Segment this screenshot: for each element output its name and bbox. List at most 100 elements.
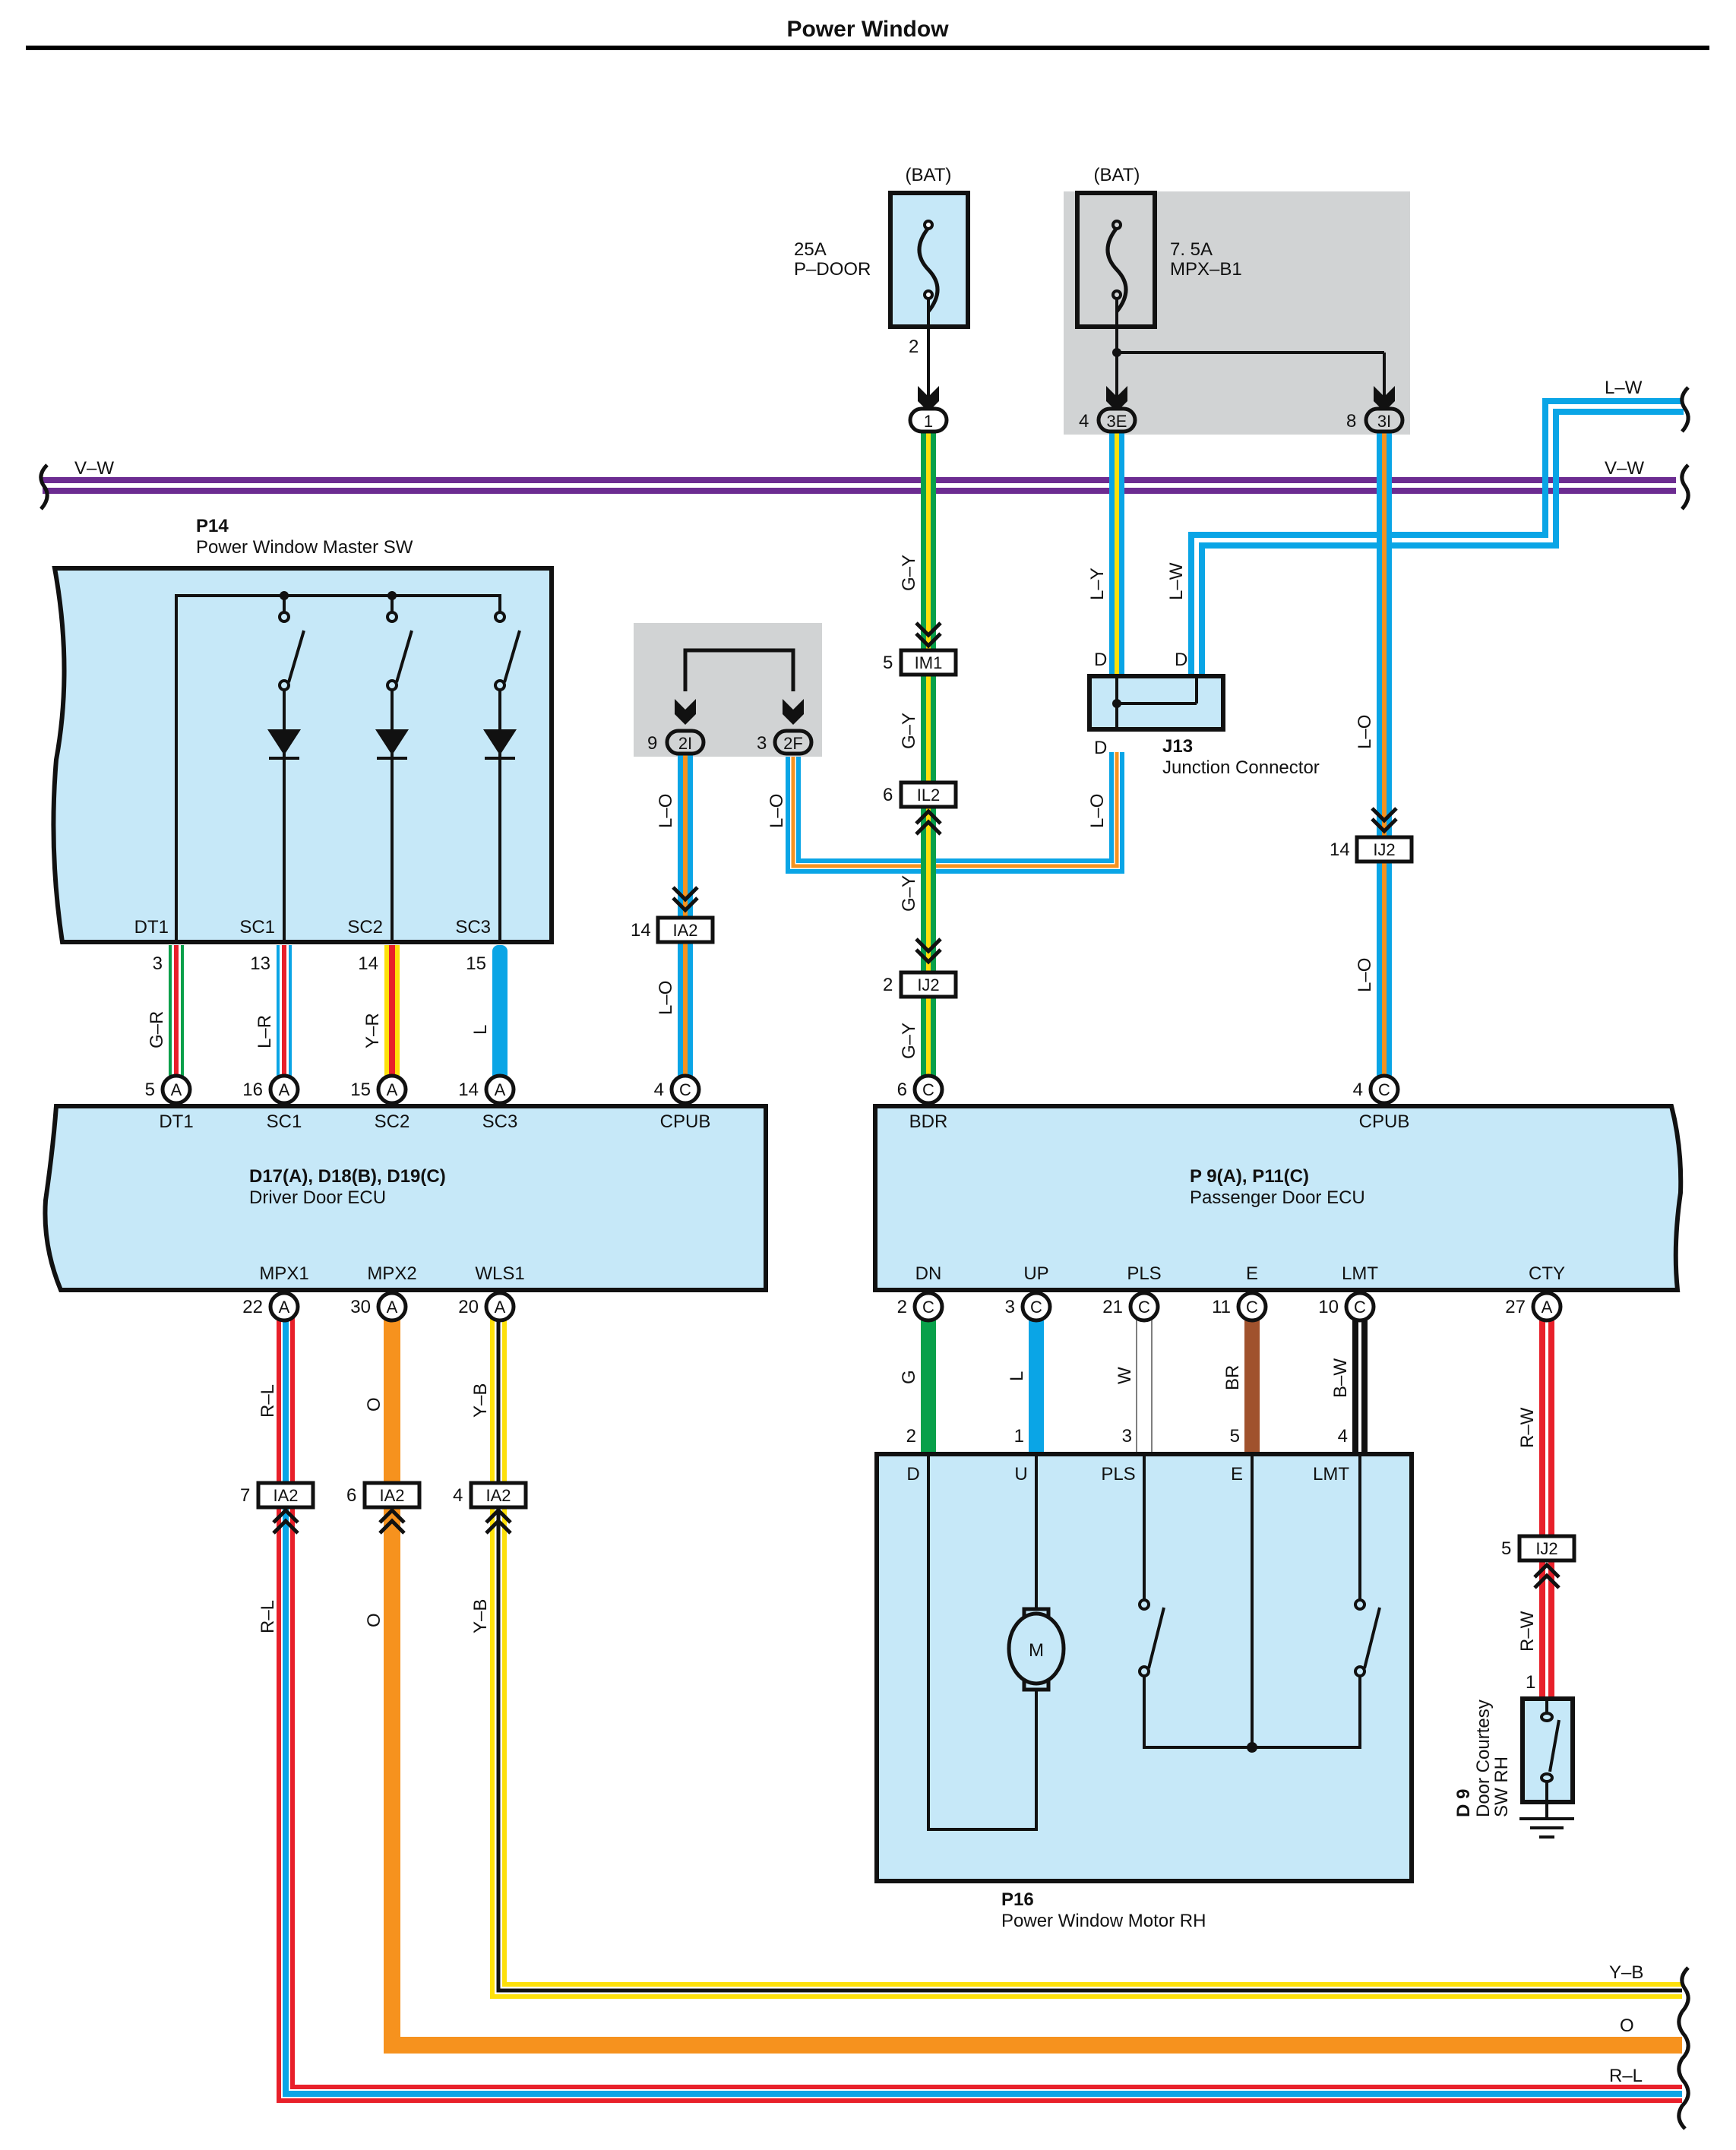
svg-text:C: C xyxy=(1378,1080,1390,1099)
motor-terminal-pls: PLS xyxy=(1101,1464,1135,1484)
ecu-terminal-mpx1: MPX1 xyxy=(259,1263,308,1284)
ecu-pin-mpx1: A xyxy=(268,1291,300,1323)
ecu-pin-mpx2: A xyxy=(376,1291,408,1323)
fuse-name-p-door: P–DOOR xyxy=(794,259,871,280)
pin-ia2-cpub: 14 xyxy=(631,920,651,941)
motor-terminal-lmt: LMT xyxy=(1313,1464,1349,1484)
motor-pin-1: 1 xyxy=(1014,1426,1024,1447)
pin-4: 4 xyxy=(654,1080,664,1100)
wire-label-gr: G–R xyxy=(147,1011,167,1048)
fuse-icon xyxy=(917,226,940,313)
wire-label-yb: Y–B xyxy=(470,1599,491,1633)
pin-13: 13 xyxy=(250,953,270,974)
wire-bw xyxy=(1352,1319,1368,1454)
pin-22: 22 xyxy=(242,1297,263,1317)
pin-20: 20 xyxy=(458,1297,479,1317)
ecu-terminal-up: UP xyxy=(1023,1263,1048,1284)
switch-contacts xyxy=(278,611,506,691)
svg-text:1: 1 xyxy=(924,412,933,431)
break-mark-vw-left xyxy=(39,463,49,511)
harness-label-vw-left: V–W xyxy=(74,458,114,479)
inline-connector-ia2-cpub: IA2 xyxy=(656,886,715,944)
inline-connector-ia2-mpx1: IA2 xyxy=(256,1481,315,1535)
wire-l xyxy=(492,945,508,1086)
ecu-pin-sc1: A xyxy=(268,1073,300,1105)
wire-label-lo: L–O xyxy=(656,981,676,1015)
svg-text:A: A xyxy=(495,1298,506,1317)
master-sw-name: Power Window Master SW xyxy=(196,537,413,558)
pin-ia2-6: 6 xyxy=(346,1485,356,1506)
motor-internal xyxy=(927,1454,1381,1831)
ecu-terminal-lmt: LMT xyxy=(1342,1263,1378,1284)
wire-label-lo: L–O xyxy=(767,794,787,828)
pin-16: 16 xyxy=(242,1080,263,1100)
svg-text:C: C xyxy=(922,1298,934,1317)
harness-label-vw-right: V–W xyxy=(1605,458,1644,479)
passenger-ecu-code: P 9(A), P11(C) xyxy=(1190,1166,1309,1187)
wire-rw xyxy=(1539,1319,1554,1699)
ecu-pin-dt1: A xyxy=(160,1073,192,1105)
terminal-sc1: SC1 xyxy=(239,917,275,937)
j13-pin-d: D xyxy=(1094,650,1107,670)
wire-l xyxy=(1029,1319,1044,1454)
pin-ia2-7: 7 xyxy=(240,1485,250,1506)
motor-code: P16 xyxy=(1001,1889,1034,1910)
pin-ia2-4: 4 xyxy=(453,1485,463,1506)
wire-label-lo: L–O xyxy=(656,794,676,828)
pin-3e: 4 xyxy=(1079,411,1089,432)
connector-1: 1 xyxy=(908,406,949,434)
motor-name: Power Window Motor RH xyxy=(1001,1911,1206,1931)
wire-label-yr: Y–R xyxy=(362,1013,383,1048)
svg-text:C: C xyxy=(1030,1298,1042,1317)
ecu-terminal-bdr: BDR xyxy=(909,1111,948,1132)
pin-11: 11 xyxy=(1212,1297,1231,1317)
wire-label-gy: G–Y xyxy=(899,713,919,749)
svg-text:A: A xyxy=(279,1298,290,1317)
harness-label-lw-right: L–W xyxy=(1605,378,1643,398)
wire-label-yb: Y–B xyxy=(470,1383,491,1418)
inline-connector-ij2-right: IJ2 xyxy=(1355,807,1414,864)
ecu-terminal-dn: DN xyxy=(915,1263,942,1284)
break-mark-vw-right xyxy=(1680,463,1690,511)
wire-yb xyxy=(490,1304,1682,1999)
pin-ij2-5: 5 xyxy=(1501,1538,1511,1559)
courtesy-sw-code: D 9 xyxy=(1453,1789,1474,1817)
pin-2i: 9 xyxy=(647,733,657,754)
pin-15: 15 xyxy=(350,1080,371,1100)
motor-terminal-e: E xyxy=(1231,1464,1243,1484)
wire-label-l: L xyxy=(1007,1371,1027,1381)
ecu-terminal-wls1: WLS1 xyxy=(475,1263,524,1284)
motor-pin-5: 5 xyxy=(1230,1426,1240,1447)
ecu-terminal-pls: PLS xyxy=(1127,1263,1161,1284)
svg-text:A: A xyxy=(279,1080,290,1099)
wire-label-w: W xyxy=(1115,1367,1135,1384)
svg-text:IJ2: IJ2 xyxy=(917,975,939,994)
wire-label-l: L xyxy=(470,1025,491,1035)
ecu-terminal-mpx2: MPX2 xyxy=(367,1263,416,1284)
wire-lo-right xyxy=(1377,430,1392,1091)
wire-br xyxy=(1244,1319,1260,1454)
connector-3i: 3I xyxy=(1364,406,1405,434)
inline-connector-ia2-wls1: IA2 xyxy=(469,1481,528,1535)
ecu-pin-cpub: C xyxy=(669,1073,701,1105)
wire-label-lo: L–O xyxy=(1355,958,1375,992)
j13-pin-d: D xyxy=(1175,650,1187,670)
svg-text:2I: 2I xyxy=(678,734,692,753)
pin-3: 3 xyxy=(1005,1297,1015,1317)
ecu-pin-bdr: C xyxy=(912,1073,944,1105)
svg-text:IA2: IA2 xyxy=(379,1486,404,1505)
courtesy-pin-1: 1 xyxy=(1526,1672,1535,1693)
harness-label-o: O xyxy=(1620,2016,1634,2036)
svg-text:IM1: IM1 xyxy=(915,653,943,672)
wire-label-lw: L–W xyxy=(1166,562,1187,600)
wire-label-br: BR xyxy=(1222,1365,1243,1390)
wire-vw-bus xyxy=(43,477,1676,494)
break-mark-lw-right xyxy=(1680,386,1690,433)
wire-g xyxy=(921,1319,936,1454)
j13-code: J13 xyxy=(1162,736,1193,757)
harness-label-rl: R–L xyxy=(1609,2066,1643,2086)
passenger-door-ecu xyxy=(873,1104,1684,1292)
svg-text:A: A xyxy=(387,1298,398,1317)
master-sw-box xyxy=(51,566,554,944)
